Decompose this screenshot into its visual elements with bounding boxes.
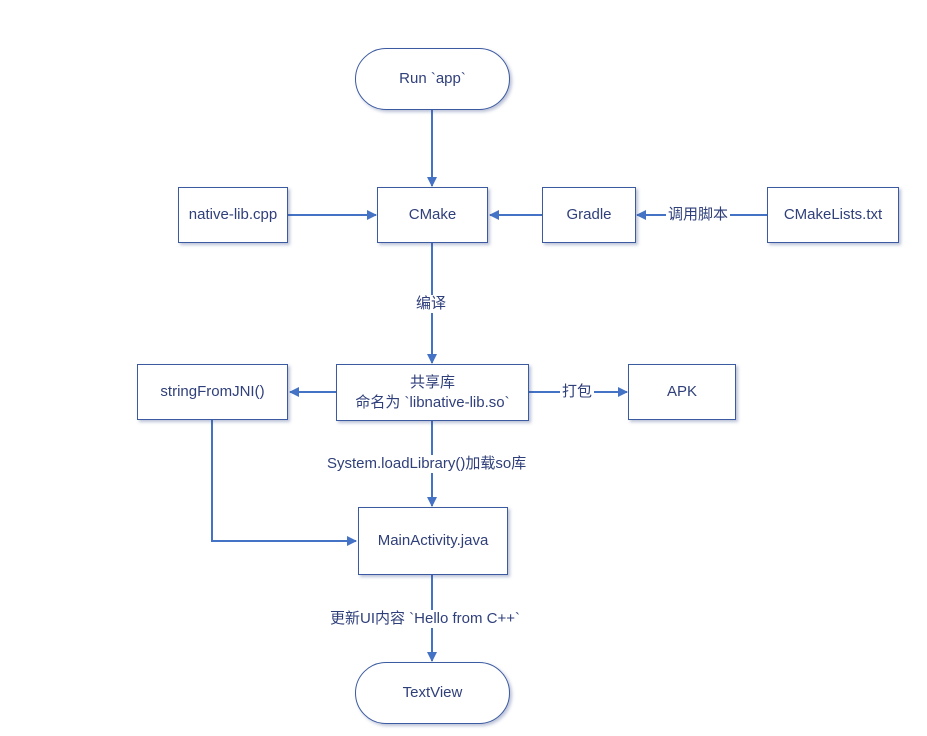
native-lib-cpp-label: native-lib.cpp <box>188 206 278 223</box>
text-view-node: TextView <box>355 662 510 724</box>
native-lib-cpp-node: native-lib.cpp <box>178 187 288 243</box>
gradle-label: Gradle <box>566 206 612 223</box>
edge-label-update-ui: 更新UI内容 `Hello from C++` <box>328 610 523 628</box>
cmakelists-label: CMakeLists.txt <box>783 206 883 223</box>
shared-library-filename: 命名为 `libnative-lib.so` <box>355 393 510 411</box>
shared-library-title: 共享库 <box>409 373 455 391</box>
apk-node: APK <box>628 364 736 420</box>
edge-string-from-jni-to-main-activity <box>211 420 357 546</box>
cmake-node: CMake <box>377 187 488 243</box>
string-from-jni-label: stringFromJNI() <box>160 383 265 400</box>
edge-label-compile: 编译 <box>414 295 449 313</box>
main-activity-label: MainActivity.java <box>377 532 489 549</box>
shared-library-node: 共享库 命名为 `libnative-lib.so` <box>336 364 529 421</box>
cmakelists-node: CMakeLists.txt <box>767 187 899 243</box>
edge-label-invoke-script: 调用脚本 <box>666 206 731 224</box>
edge-label-package: 打包 <box>560 383 595 401</box>
string-from-jni-node: stringFromJNI() <box>137 364 288 420</box>
run-app-node: Run `app` <box>355 48 510 110</box>
cmake-label: CMake <box>408 206 457 223</box>
main-activity-node: MainActivity.java <box>358 507 508 575</box>
text-view-label: TextView <box>402 684 463 701</box>
gradle-node: Gradle <box>542 187 636 243</box>
edge-label-load-library: System.loadLibrary()加载so库 <box>325 455 529 473</box>
apk-label: APK <box>666 383 697 400</box>
run-app-label: Run `app` <box>399 70 466 87</box>
